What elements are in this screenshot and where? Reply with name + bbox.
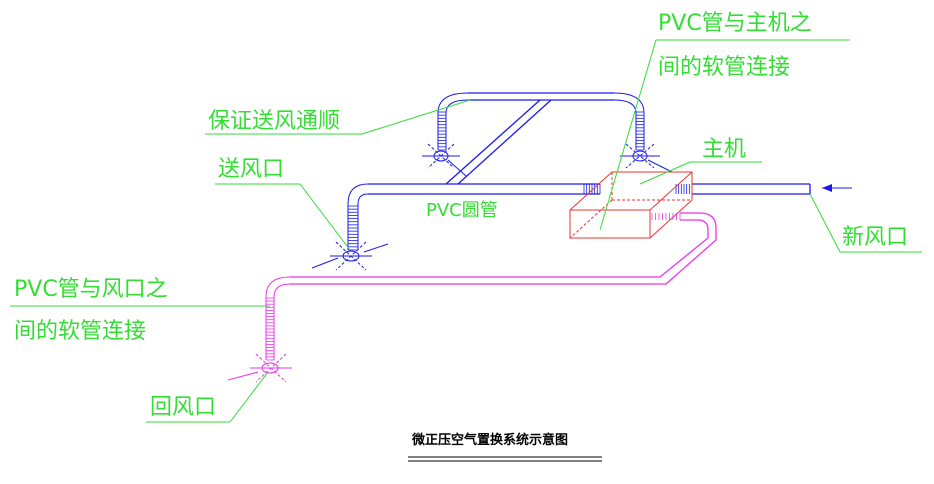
flex-hose-upper-right-inner [613, 99, 637, 150]
label-pvc-host-flex-line1: PVC管与主机之 [658, 11, 812, 36]
return-pipe-inner [290, 219, 709, 278]
label-host-unit: 主机 [702, 137, 746, 162]
diagonal-connector-b [457, 99, 552, 185]
return-duct-network [227, 212, 717, 383]
host-unit-box [569, 171, 693, 239]
supply-duct-network [368, 92, 811, 195]
supply-outlet-diffuser-left [311, 241, 389, 271]
label-ensure-airflow: 保证送风通顺 [208, 109, 340, 134]
return-outlet-diffuser [227, 353, 292, 383]
diagonal-connector-a [445, 99, 541, 185]
supply-outlet-diffuser-upper-right [620, 143, 673, 173]
label-pvc-host-flex-line2: 间的软管连接 [658, 55, 790, 80]
label-pvc-round-pipe: PVC圆管 [426, 200, 498, 221]
label-supply-outlet: 送风口 [218, 157, 284, 182]
return-pipe-outer [290, 212, 717, 285]
label-return-outlet: 回风口 [150, 395, 216, 420]
supply-outlet-diffuser-upper-left [422, 143, 467, 177]
supply-flex-hoses [347, 92, 693, 251]
label-fresh-air-inlet: 新风口 [842, 225, 908, 250]
flex-hose-left-inner [357, 193, 369, 250]
supply-diffusers [311, 143, 673, 271]
return-flex-inner [273, 283, 291, 360]
flex-hose-upper-left-outer [437, 92, 469, 150]
flex-hose-upper-left-inner [445, 99, 469, 150]
return-flex-outer [265, 276, 291, 360]
label-pvc-outlet-flex-line1: PVC管与风口之 [14, 277, 168, 302]
leader-lines [10, 39, 922, 423]
fresh-air-arrow [822, 184, 852, 192]
diagram-caption: 微正压空气置换系统示意图 [411, 432, 568, 448]
label-pvc-outlet-flex-line2: 间的软管连接 [14, 319, 146, 344]
flex-hose-left-outer [347, 183, 369, 250]
